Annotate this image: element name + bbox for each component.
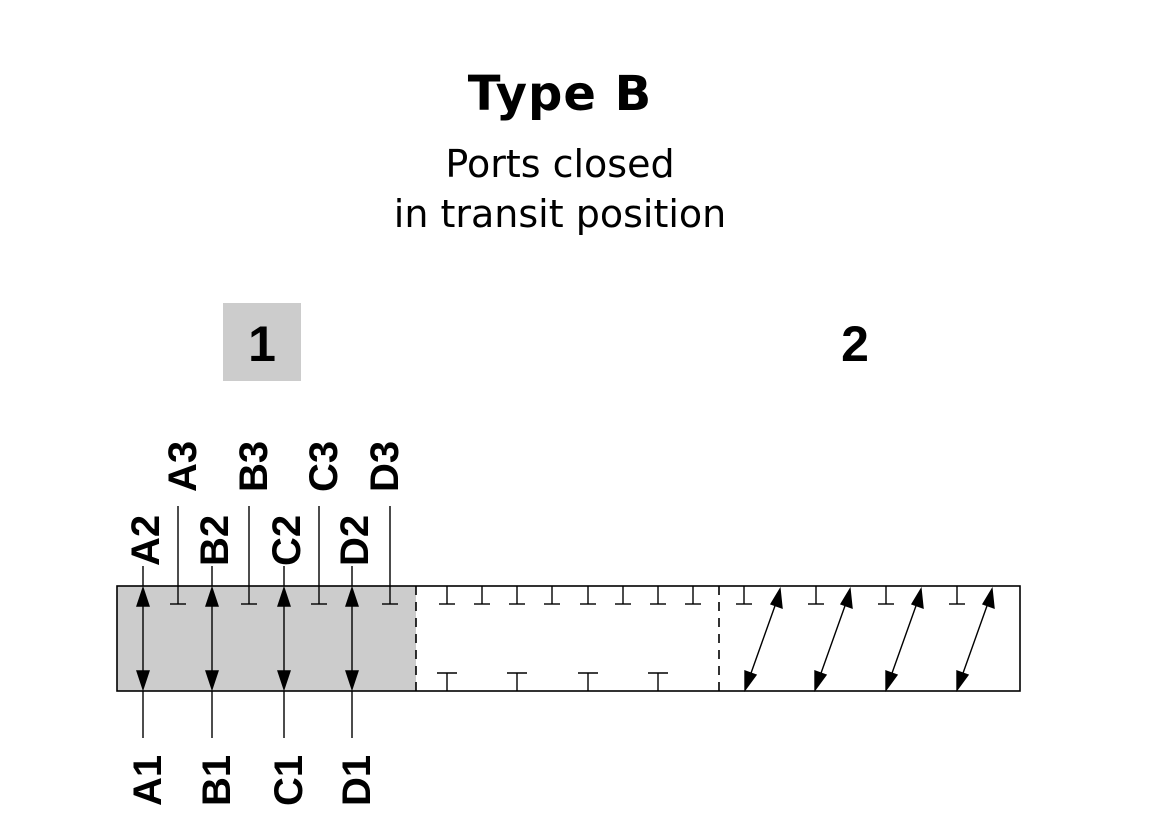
port-label-b3: B3 [232, 441, 276, 492]
position-1-label: 1 [248, 316, 276, 372]
port-label-a2: A2 [124, 515, 168, 566]
port-label-a1: A1 [126, 755, 170, 806]
port-label-a3: A3 [161, 441, 205, 492]
position-2-label: 2 [841, 316, 869, 372]
port-label-c2: C2 [265, 515, 309, 566]
position-1-fill [117, 586, 416, 691]
subtitle-line-1: Ports closed [445, 142, 675, 186]
position-1-flow-arrows [136, 585, 359, 692]
port-label-d1: D1 [335, 755, 379, 806]
transit-position-closed-ports [437, 586, 701, 691]
port-lines [142, 506, 391, 738]
subtitle-line-2: in transit position [393, 192, 727, 236]
port-label-c1: C1 [267, 755, 311, 806]
diagram-title: Type B [467, 66, 653, 122]
valve-frame [116, 585, 1021, 692]
port-label-b2: B2 [193, 515, 237, 566]
position-2-flow-arrows [744, 586, 995, 693]
port-label-d3: D3 [363, 441, 407, 492]
port-label-b1: B1 [195, 755, 239, 806]
port-label-c3: C3 [302, 441, 346, 492]
position-2-blocked-ports [736, 586, 965, 605]
position-1-highlight [223, 303, 301, 381]
port-label-d2: D2 [333, 515, 377, 566]
